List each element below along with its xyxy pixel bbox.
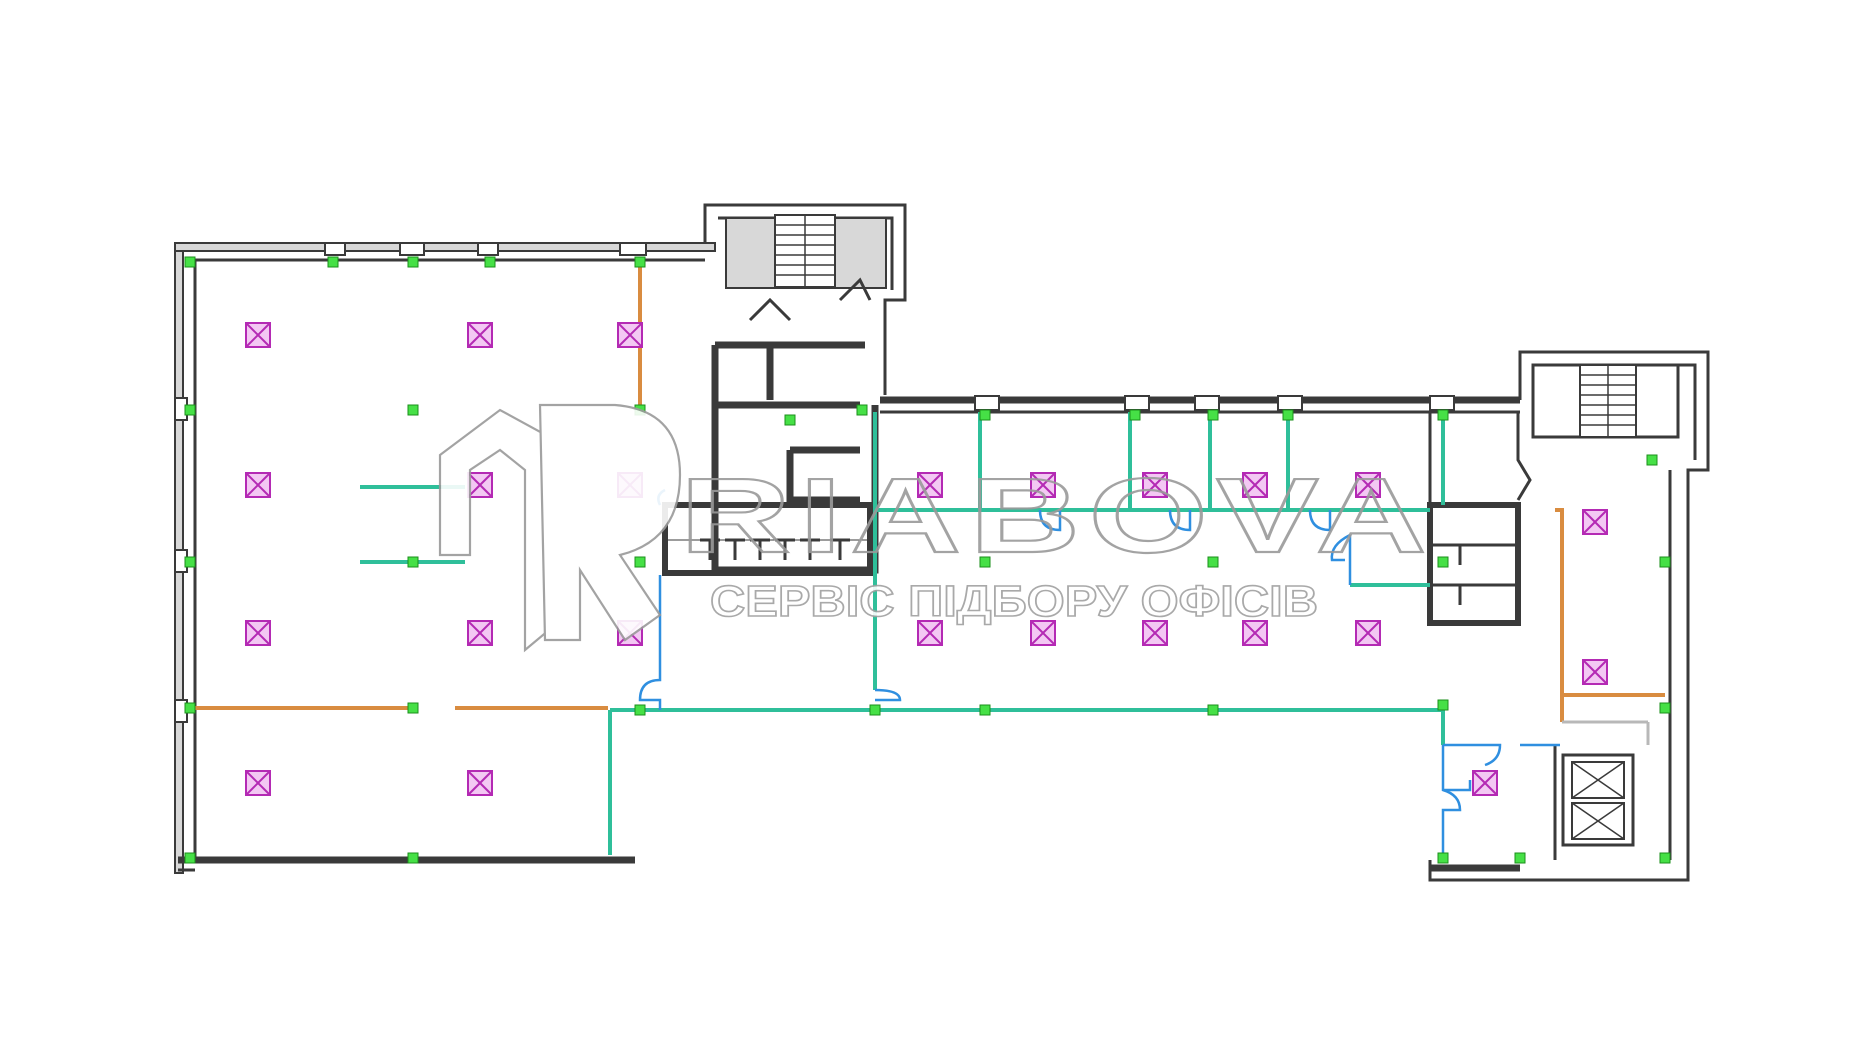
outlet-icon (1129, 409, 1141, 421)
outlets (184, 256, 1671, 864)
ac-unit-icon (917, 472, 943, 498)
ac-unit-icon (1030, 472, 1056, 498)
elevator-icon (1561, 753, 1635, 847)
ac-unit-icon (467, 472, 493, 498)
outlet-icon (1514, 852, 1526, 864)
ac-unit-icon (1030, 620, 1056, 646)
ac-unit-icon (1355, 620, 1381, 646)
outlet-icon (407, 256, 419, 268)
stairs-icon (1579, 364, 1637, 438)
outlet-icon (634, 256, 646, 268)
outlet-icon (1659, 852, 1671, 864)
watermark-tagline: СЕРВІС ПІДБОРУ ОФІСІВ (710, 577, 1318, 626)
ac-unit-icon (245, 472, 271, 498)
ac-unit-icon (1142, 472, 1168, 498)
outlet-icon (1207, 704, 1219, 716)
outlet-icon (979, 704, 991, 716)
outlet-icon (327, 256, 339, 268)
outlet-icon (407, 404, 419, 416)
ac-unit-icon (1355, 472, 1381, 498)
ac-unit-icon (245, 620, 271, 646)
outlet-icon (856, 404, 868, 416)
watermark-brand: RIABOVA (680, 457, 1435, 575)
outlet-icon (979, 556, 991, 568)
ac-unit-icon (1582, 509, 1608, 535)
outer-walls (174, 203, 1710, 882)
outlet-icon (484, 256, 496, 268)
orange-partitions (190, 262, 1665, 722)
ac-unit-icon (467, 322, 493, 348)
outlet-icon (1659, 702, 1671, 714)
ac-unit-icon (467, 620, 493, 646)
ac-unit-icon (1242, 472, 1268, 498)
ac-unit-icon (1472, 770, 1498, 796)
ac-unit-icon (245, 322, 271, 348)
ac-unit-icon (1242, 620, 1268, 646)
outlet-icon (407, 556, 419, 568)
outlet-icon (1282, 409, 1294, 421)
outlet-icon (1646, 454, 1658, 466)
stairs-icon (774, 214, 836, 288)
ac-unit-icon (617, 322, 643, 348)
outlet-icon (634, 556, 646, 568)
right-core (1427, 412, 1532, 626)
outlet-icon (1437, 699, 1449, 711)
outlet-icon (1659, 556, 1671, 568)
watermark: RIABOVA СЕРВІС ПІДБОРУ ОФІСІВ (438, 403, 1435, 653)
house-logo-icon (438, 403, 682, 653)
outlet-icon (184, 556, 196, 568)
outlet-icon (1437, 409, 1449, 421)
ac-unit-icon (917, 620, 943, 646)
ac-unit-icon (467, 770, 493, 796)
outlet-icon (1437, 556, 1449, 568)
outlet-icon (407, 702, 419, 714)
outlet-icon (784, 414, 796, 426)
door-swings (638, 488, 1560, 860)
outlet-icon (1207, 556, 1219, 568)
outlet-icon (184, 702, 196, 714)
ac-unit-icon (245, 770, 271, 796)
outlet-icon (184, 404, 196, 416)
ac-unit-icon (1582, 659, 1608, 685)
outlet-icon (869, 704, 881, 716)
outlet-icon (407, 852, 419, 864)
outlet-icon (1437, 852, 1449, 864)
outlet-icon (634, 704, 646, 716)
outlet-icon (979, 409, 991, 421)
outlet-icon (1207, 409, 1219, 421)
outlet-icon (184, 852, 196, 864)
ceiling-units (245, 322, 1608, 796)
outlet-icon (184, 256, 196, 268)
ac-unit-icon (1142, 620, 1168, 646)
